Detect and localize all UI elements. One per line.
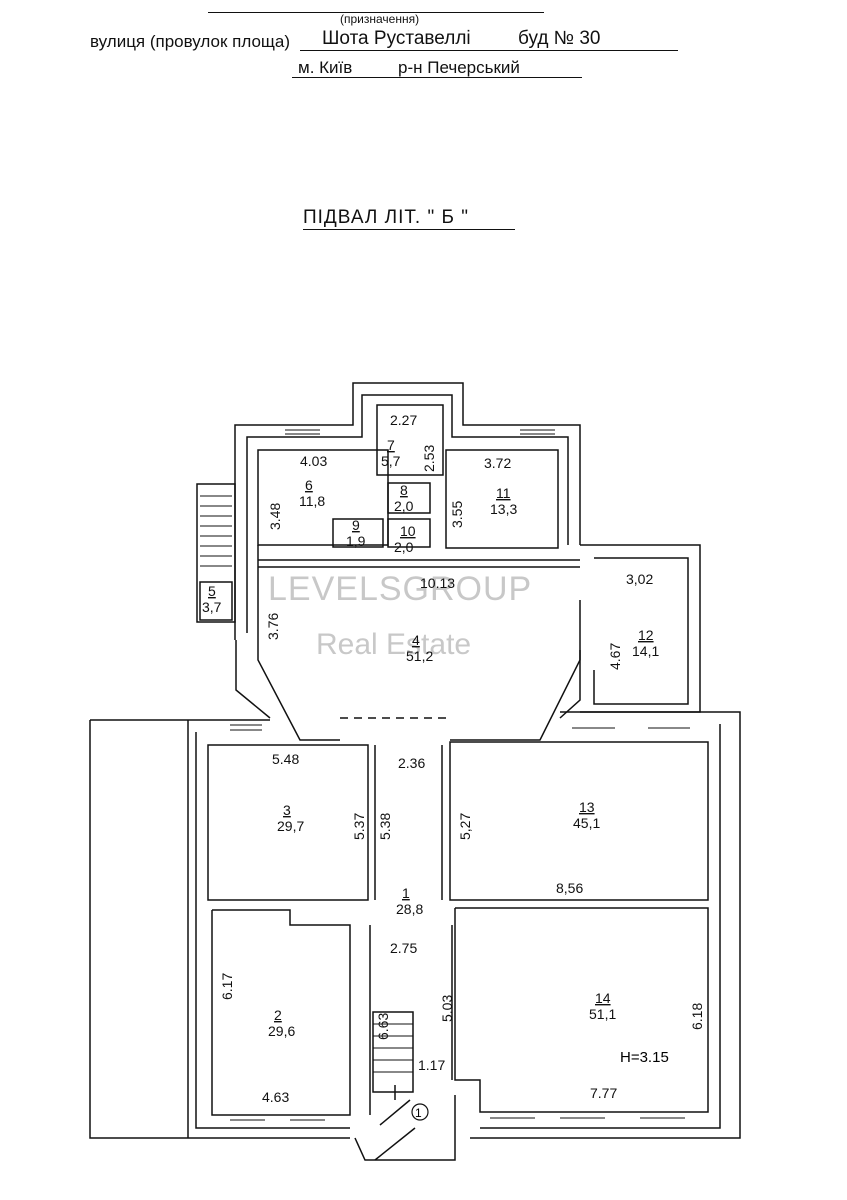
dimension-label: 5.38 xyxy=(377,813,393,840)
dimension-label: 3.55 xyxy=(449,501,465,528)
dimension-label: 2.53 xyxy=(421,445,437,472)
room-number-11: 11 xyxy=(496,485,511,501)
entrance-marker: 1 xyxy=(415,1106,422,1120)
building-number: буд № 30 xyxy=(518,28,601,49)
room-number-1: 1 xyxy=(402,885,410,901)
dimension-label: 6.18 xyxy=(689,1003,705,1030)
room-area-13: 45,1 xyxy=(573,815,600,831)
room-area-10: 2,0 xyxy=(394,539,414,555)
room-area-8: 2,0 xyxy=(394,498,414,514)
dimension-label: 2.27 xyxy=(390,412,417,428)
room-number-2: 2 xyxy=(274,1007,282,1023)
purpose-underline xyxy=(208,12,544,13)
page-title: ПІДВАЛ ЛІТ. " Б " xyxy=(303,207,470,228)
room-number-12: 12 xyxy=(638,627,654,643)
room-area-11: 13,3 xyxy=(490,501,517,517)
room-number-3: 3 xyxy=(283,802,291,818)
entrance-marker-circle xyxy=(411,1103,429,1121)
dimension-label: 4.03 xyxy=(300,453,327,469)
dimension-label: 3.76 xyxy=(265,613,281,640)
room-area-3: 29,7 xyxy=(277,818,304,834)
room-number-14: 14 xyxy=(595,990,611,1006)
street-prefix: вулиця (провулок площа) xyxy=(90,32,291,51)
room-area-6: 11,8 xyxy=(299,493,325,509)
dimension-label: 5.48 xyxy=(272,751,299,767)
city-name: м. Київ xyxy=(298,58,353,77)
room-area-4: 51,2 xyxy=(406,648,433,664)
room-area-1: 28,8 xyxy=(396,901,423,917)
dimension-label: 7.77 xyxy=(590,1085,617,1101)
dimension-label: 1.17 xyxy=(418,1057,445,1073)
dimension-label: 10.13 xyxy=(420,575,455,591)
height-note: H=3.15 xyxy=(620,1049,669,1066)
room-number-4: 4 xyxy=(412,632,420,648)
room-number-13: 13 xyxy=(579,799,595,815)
room-number-7: 7 xyxy=(387,437,395,453)
dimension-label: 3,02 xyxy=(626,571,653,587)
dimension-label: 2.36 xyxy=(398,755,425,771)
street-name: Шота Руставеллі xyxy=(322,28,471,49)
room-number-9: 9 xyxy=(352,517,360,533)
room-number-5: 5 xyxy=(208,583,216,599)
dimension-label: 6.63 xyxy=(375,1013,391,1040)
street-underline xyxy=(300,50,678,51)
room-number-6: 6 xyxy=(305,477,313,493)
dimension-label: 6.17 xyxy=(219,973,235,1000)
watermark-logo: LEVELSGROUP xyxy=(268,570,532,608)
room-number-10: 10 xyxy=(400,523,416,539)
dimension-label: 4.67 xyxy=(607,643,623,670)
dimension-label: 8,56 xyxy=(556,880,583,896)
dimension-label: 3.72 xyxy=(484,455,511,471)
dimension-label: 5.37 xyxy=(351,813,367,840)
room-area-7: 5,7 xyxy=(381,453,401,469)
district-name: р-н Печерський xyxy=(398,58,520,77)
purpose-label: (призначення) xyxy=(340,12,420,26)
title-underline xyxy=(303,229,515,230)
room-area-9: 1,9 xyxy=(346,533,366,549)
room-number-8: 8 xyxy=(400,482,408,498)
dimension-label: 4.63 xyxy=(262,1089,289,1105)
room-area-5: 3,7 xyxy=(202,599,222,615)
watermark-text: Real Estate xyxy=(316,628,471,661)
dimension-label: 3.48 xyxy=(267,503,283,530)
city-underline xyxy=(292,77,582,78)
room-area-12: 14,1 xyxy=(632,643,659,659)
dimension-label: 5.03 xyxy=(439,995,455,1022)
dimension-label: 2.75 xyxy=(390,940,417,956)
room-area-2: 29,6 xyxy=(268,1023,295,1039)
dimension-label: 5,27 xyxy=(457,813,473,840)
room-area-14: 51,1 xyxy=(589,1006,616,1022)
